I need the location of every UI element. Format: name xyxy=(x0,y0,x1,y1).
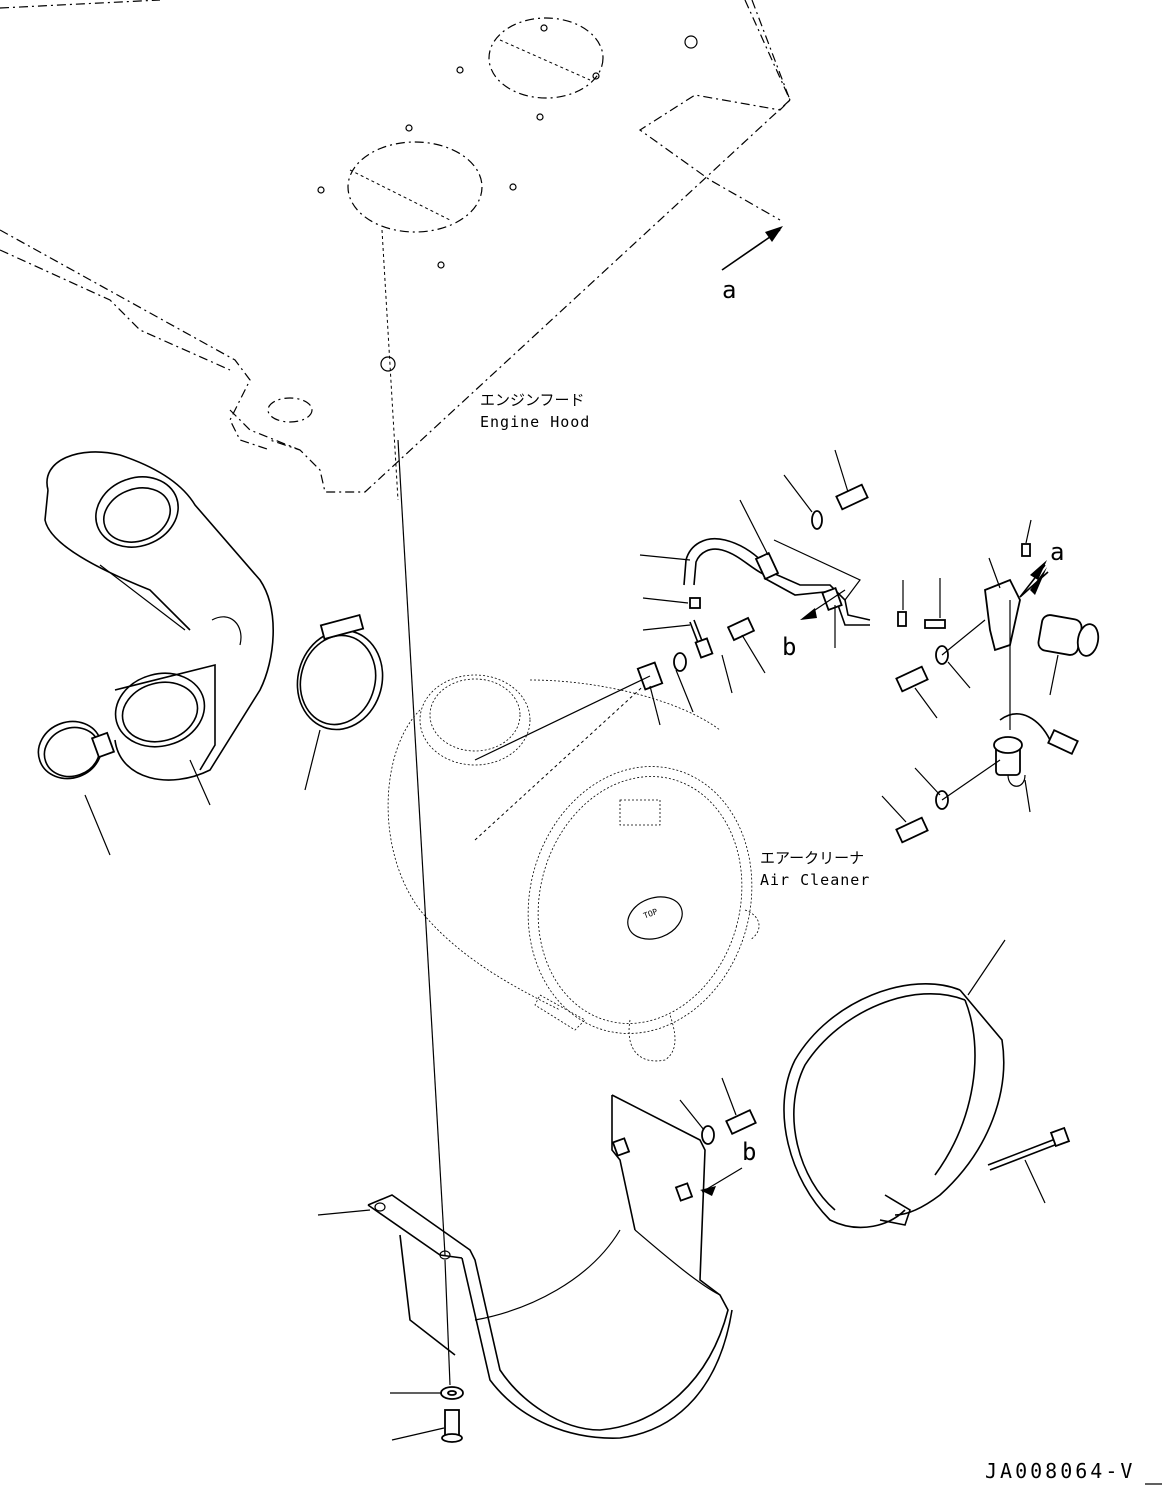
bracket-bolt-upper xyxy=(701,1108,757,1145)
engine-hood-label-en: Engine Hood xyxy=(480,413,590,431)
ref-label-a-right: a xyxy=(1050,538,1064,566)
drawing-code: JA008064-V xyxy=(985,1459,1135,1483)
mounting-band xyxy=(783,983,1005,1229)
engine-hood-label-jp: エンジンフード xyxy=(480,391,585,409)
vacuum-switch xyxy=(895,713,1079,844)
indicator-fittings xyxy=(474,597,756,761)
ref-label-b-lower: b xyxy=(742,1138,756,1166)
leader-lines xyxy=(84,449,1059,1441)
ref-label-a-top: a xyxy=(722,276,736,304)
hose-clamp-left xyxy=(37,720,116,780)
support-bracket xyxy=(367,1094,743,1439)
engine-hood-outline xyxy=(0,0,791,501)
intake-elbow-hose xyxy=(44,451,274,781)
hose-clamp-right xyxy=(296,613,384,731)
air-cleaner-label-jp: エアークリーナ xyxy=(760,849,864,867)
indicator-bracket xyxy=(895,543,1049,730)
indicator-pipe-assembly xyxy=(683,538,871,626)
air-cleaner-body: TOP xyxy=(387,674,760,1062)
svg-text:TOP: TOP xyxy=(642,907,659,920)
air-cleaner-label-en: Air Cleaner xyxy=(760,871,870,889)
dust-indicator xyxy=(1037,614,1100,657)
ref-arrow-a-top xyxy=(721,226,783,271)
mount-bolt-upper xyxy=(811,483,869,530)
long-bolt xyxy=(987,1126,1071,1171)
leader-line-bracket xyxy=(397,439,446,1256)
ref-label-b-mid: b xyxy=(782,633,796,661)
bracket-bolt-lower xyxy=(440,1259,464,1443)
